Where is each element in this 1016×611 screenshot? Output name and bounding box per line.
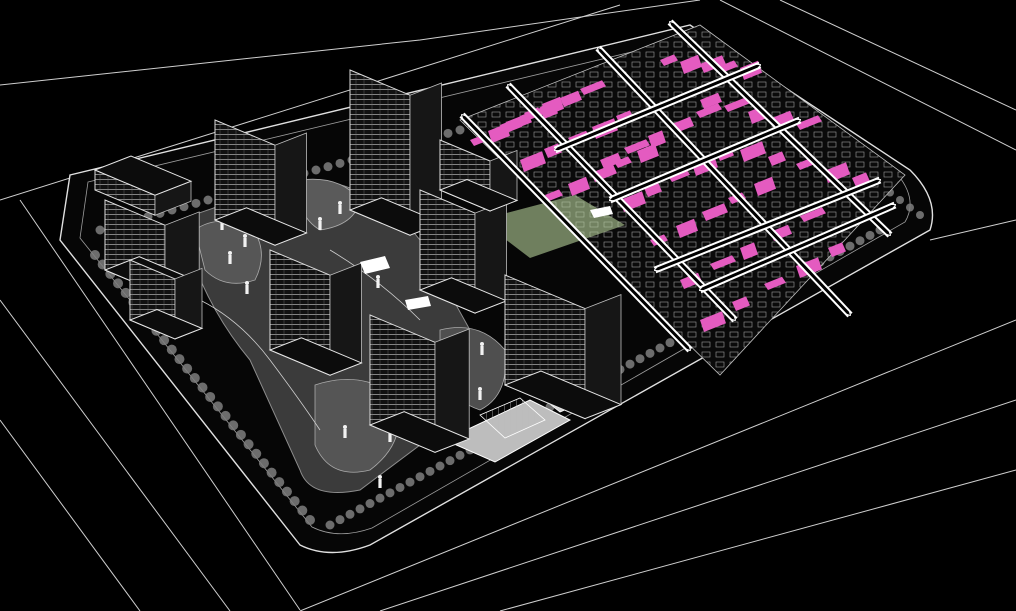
tree-icon bbox=[235, 429, 246, 440]
tree-icon bbox=[243, 439, 254, 450]
tree-icon bbox=[212, 401, 223, 412]
tree-icon bbox=[266, 467, 277, 478]
tree-icon bbox=[916, 211, 924, 219]
tree-icon bbox=[228, 420, 239, 431]
tree-icon bbox=[166, 344, 177, 355]
tree-icon bbox=[305, 515, 315, 525]
tree-icon bbox=[435, 461, 445, 471]
tree-icon bbox=[191, 198, 201, 208]
double-headed-arrow-icon bbox=[700, 201, 895, 294]
person-figure-icon bbox=[243, 234, 247, 247]
tower-block bbox=[268, 249, 363, 376]
tree-icon bbox=[395, 482, 405, 492]
tree-icon bbox=[375, 493, 385, 503]
tree-icon bbox=[405, 477, 415, 487]
tree-icon bbox=[323, 162, 333, 172]
tree-icon bbox=[645, 348, 655, 358]
tree-icon bbox=[205, 391, 216, 402]
person-figure-icon bbox=[245, 281, 249, 294]
tower-block bbox=[93, 155, 193, 216]
tree-icon bbox=[443, 128, 453, 138]
tree-icon bbox=[189, 373, 200, 384]
person-figure-icon bbox=[376, 275, 380, 288]
tree-icon bbox=[95, 225, 105, 235]
tree-icon bbox=[325, 520, 335, 530]
tree-icon bbox=[159, 335, 170, 346]
pavilions bbox=[360, 206, 613, 310]
tree-icon bbox=[445, 456, 455, 466]
tree-icon bbox=[174, 354, 185, 365]
tree-icon bbox=[896, 196, 904, 204]
person-figure-icon bbox=[378, 475, 382, 488]
tower-block bbox=[368, 314, 471, 454]
tree-icon bbox=[197, 382, 208, 393]
tree-icon bbox=[297, 505, 308, 516]
person-figure-icon bbox=[338, 201, 342, 214]
tree-icon bbox=[311, 165, 321, 175]
tree-icon bbox=[90, 250, 100, 260]
tower-block bbox=[213, 119, 308, 246]
wind-corridor-arrows bbox=[459, 19, 895, 353]
tree-icon bbox=[455, 450, 465, 460]
person-figure-icon bbox=[318, 217, 322, 230]
tree-icon bbox=[455, 125, 465, 135]
tree-icon bbox=[385, 488, 395, 498]
tree-icon bbox=[355, 504, 365, 514]
tree-icon bbox=[113, 278, 124, 289]
tree-icon bbox=[425, 466, 435, 476]
tree-icon bbox=[415, 472, 425, 482]
tower-block bbox=[128, 259, 204, 340]
tree-icon bbox=[635, 354, 645, 364]
tree-icon bbox=[365, 499, 375, 509]
person-figure-icon bbox=[478, 387, 482, 400]
tree-icon bbox=[289, 496, 300, 507]
tree-icon bbox=[906, 203, 914, 212]
tree-icon bbox=[865, 230, 875, 240]
tree-icon bbox=[258, 458, 269, 469]
tree-icon bbox=[274, 477, 285, 488]
tree-icon bbox=[120, 287, 131, 298]
tree-icon bbox=[281, 486, 292, 497]
tree-icon bbox=[220, 410, 231, 421]
double-headed-arrow-icon bbox=[610, 116, 800, 204]
tree-icon bbox=[335, 158, 345, 168]
tree-icon bbox=[182, 363, 193, 374]
site-boundary-inner bbox=[79, 37, 911, 535]
tree-icon bbox=[203, 195, 213, 205]
person-figure-icon bbox=[480, 342, 484, 355]
tree-icon bbox=[655, 343, 665, 353]
tree-icon bbox=[855, 236, 865, 246]
person-figure-icon bbox=[343, 425, 347, 438]
tree-icon bbox=[251, 448, 262, 459]
tree-icon bbox=[845, 241, 855, 251]
person-figure-icon bbox=[228, 251, 232, 264]
tree-icon bbox=[665, 338, 675, 348]
double-headed-arrow-icon bbox=[555, 61, 760, 154]
tree-icon bbox=[625, 359, 635, 369]
tree-icon bbox=[335, 515, 345, 525]
tree-icon bbox=[345, 509, 355, 519]
